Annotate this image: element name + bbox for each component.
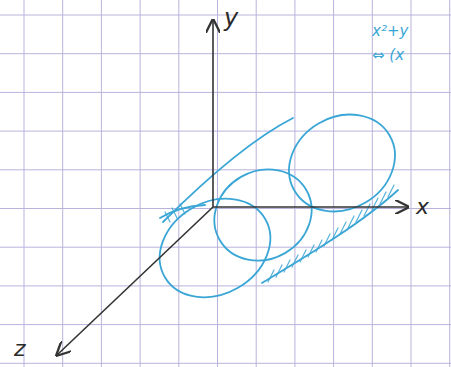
grid-line [140, 0, 141, 367]
cylinder [142, 96, 413, 317]
axis-label: x [416, 196, 429, 218]
grid-line [178, 0, 179, 367]
grid-line [62, 0, 63, 367]
grid-line [0, 92, 451, 93]
grid-line [256, 0, 257, 367]
grid-line [0, 131, 451, 132]
grid-line [0, 169, 451, 170]
grid-line [217, 0, 218, 367]
grid-line [0, 363, 451, 364]
grid-line [411, 0, 412, 367]
grid-line [294, 0, 295, 367]
grid-line [24, 0, 25, 367]
equation-note: ⇔ (x [372, 48, 404, 63]
grid-line [333, 0, 334, 367]
grid-line [0, 208, 451, 209]
equation-note: x²+y [372, 24, 408, 39]
axes [57, 20, 408, 355]
axis-label: z [14, 338, 26, 360]
grid-line [0, 285, 451, 286]
grid-line [0, 324, 451, 325]
grid-line [449, 0, 450, 367]
axis-label: y [224, 6, 238, 30]
